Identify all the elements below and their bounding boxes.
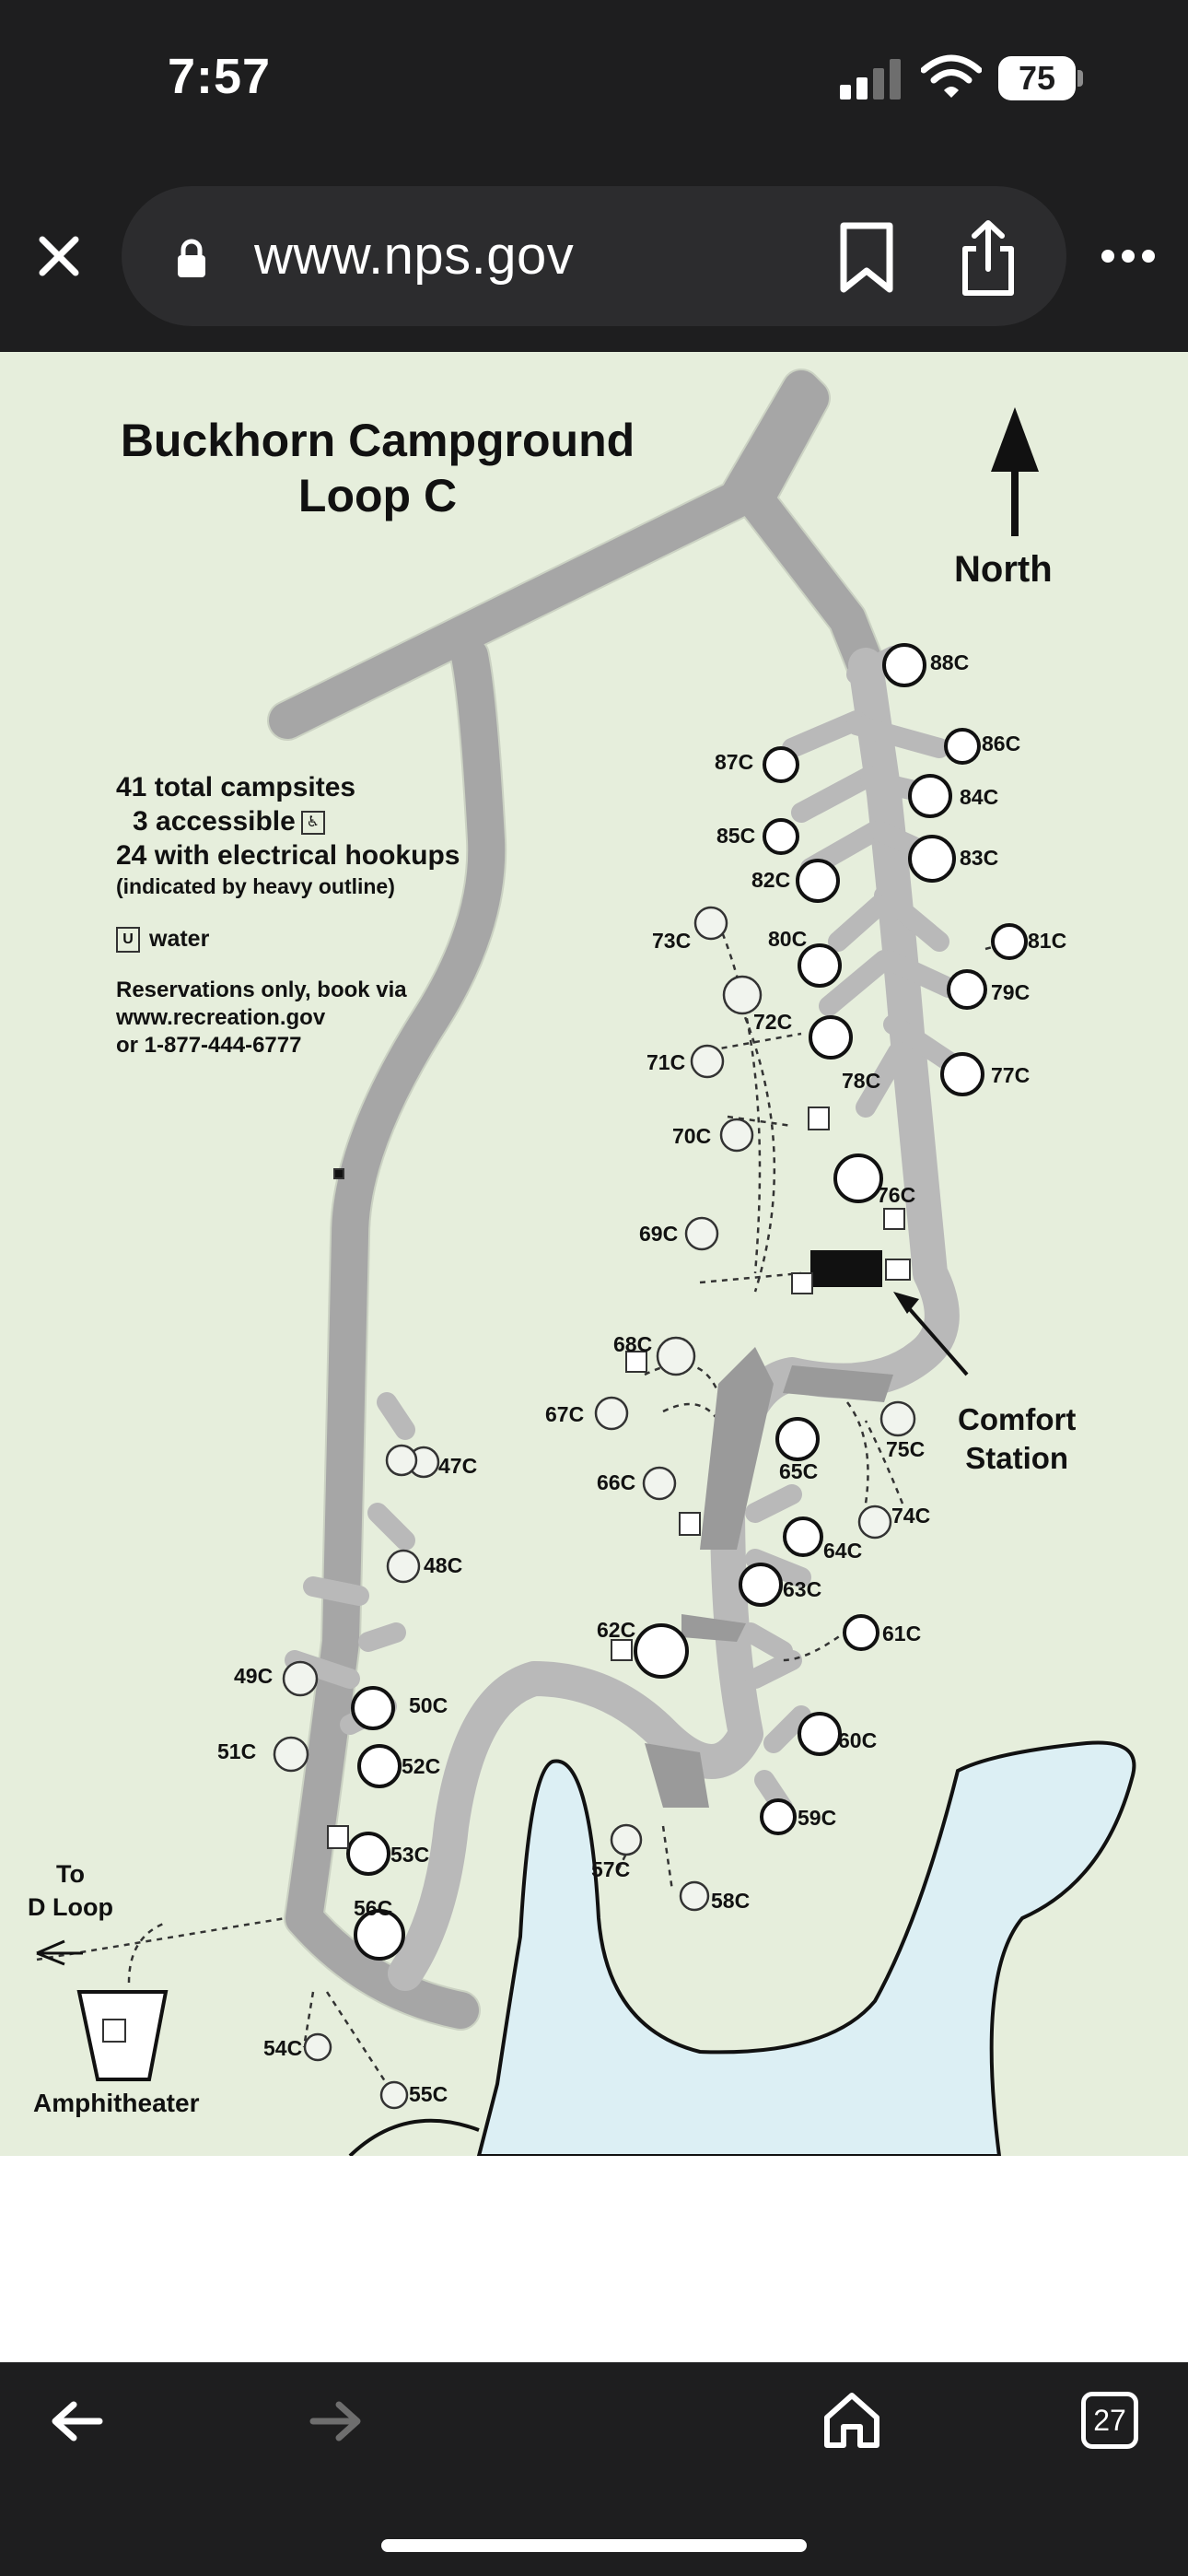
site-label[interactable]: 49C [234,1664,274,1688]
site-label[interactable]: 85C [716,824,756,848]
site-label[interactable]: 50C [409,1693,448,1717]
comfort-station-building [810,1250,882,1287]
site-label[interactable]: 51C [217,1739,257,1763]
site-label[interactable]: 54C [263,2036,303,2060]
share-icon[interactable] [958,217,1019,299]
legend-electrical-note: (indicated by heavy outline) [116,874,395,898]
comfort-line2: Station [965,1441,1069,1475]
legend-res-line2: www.recreation.gov [116,1005,326,1031]
map-legend: 41 total campsites 3 accessible♿ 24 with… [116,770,460,1060]
site-label[interactable]: 61C [882,1622,922,1645]
address-bar[interactable] [122,186,1066,326]
legend-accessible: 3 accessible [133,806,296,837]
site-label[interactable]: 64C [823,1539,863,1563]
bookmark-icon[interactable] [836,221,897,295]
cellular-signal-icon [840,59,901,100]
site-label[interactable]: 63C [783,1577,822,1601]
site-label[interactable]: 78C [842,1069,881,1093]
site-label[interactable]: 79C [991,980,1031,1004]
water-icon: U [116,927,140,954]
amphitheater-label: Amphitheater [33,2089,200,2117]
battery-cap [1077,70,1083,87]
home-indicator[interactable] [381,2539,807,2552]
back-arrow-icon[interactable] [50,2399,103,2443]
site-label[interactable]: 67C [545,1402,585,1426]
site-label[interactable]: 66C [597,1470,636,1494]
map-title: Buckhorn Campground Loop C [55,413,700,523]
site-label[interactable]: 80C [768,927,808,951]
site-label[interactable]: 59C [798,1806,837,1830]
map-title-line2: Loop C [297,470,458,521]
site-label[interactable]: 68C [613,1332,653,1356]
site-label[interactable]: 60C [838,1728,878,1752]
lake [476,1740,1136,2156]
site-label[interactable]: 75C [886,1437,926,1461]
site-label[interactable]: 74C [891,1504,931,1528]
site-label[interactable]: 82C [751,868,791,892]
url-text[interactable]: www.nps.gov [254,226,575,286]
site-label[interactable]: 77C [991,1063,1031,1087]
site-label[interactable]: 65C [779,1459,819,1483]
site-label[interactable]: 86C [982,732,1021,755]
north-label: North [954,549,1053,590]
site-label[interactable]: 73C [652,929,692,953]
site-label[interactable]: 69C [639,1222,679,1246]
site-label[interactable]: 57C [591,1857,631,1881]
campground-map[interactable]: Buckhorn Campground Loop C North 41 tota… [0,352,1188,2156]
close-icon[interactable] [33,230,85,282]
accessible-icon: ♿ [300,811,325,836]
site-label[interactable]: 56C [354,1896,393,1920]
site-label[interactable]: 58C [711,1889,751,1913]
comfort-station-label: Comfort Station [958,1400,1076,1478]
site-label[interactable]: 53C [390,1843,430,1867]
site-label[interactable]: 47C [438,1454,478,1478]
site-label[interactable]: 83C [960,846,999,870]
battery-indicator: 75 [998,56,1076,100]
page-blank-area [0,2156,1188,2362]
legend-res-line3: or 1-877-444-6777 [116,1033,302,1059]
status-time: 7:57 [168,49,272,104]
tabs-count-button[interactable]: 27 [1081,2392,1138,2449]
road-west [269,370,884,2029]
to-d-loop-label[interactable]: To D Loop [28,1857,113,1924]
comfort-line1: Comfort [958,1402,1077,1436]
site-label[interactable]: 70C [672,1124,712,1148]
site-label[interactable]: 76C [877,1183,916,1207]
to-line2: D Loop [28,1893,113,1921]
site-label[interactable]: 55C [409,2082,448,2106]
site-label[interactable]: 62C [597,1618,636,1642]
site-label[interactable]: 72C [753,1010,793,1034]
legend-total: 41 total campsites [116,772,356,802]
site-label[interactable]: 87C [715,750,754,774]
legend-reservations: Reservations only, book via www.recreati… [116,977,460,1060]
site-label[interactable]: 52C [402,1754,441,1778]
wifi-icon [921,54,982,98]
site-label[interactable]: 71C [646,1050,686,1074]
map-title-line1: Buckhorn Campground [120,415,635,466]
to-line1: To [56,1860,85,1888]
lock-icon [178,239,205,277]
legend-water: water [149,926,210,952]
home-icon[interactable] [821,2390,882,2451]
site-label[interactable]: 84C [960,785,999,809]
legend-electrical: 24 with electrical hookups [116,840,460,871]
legend-res-line1: Reservations only, book via [116,978,407,1003]
site-label[interactable]: 81C [1028,929,1067,953]
site-label[interactable]: 48C [424,1553,463,1577]
forward-arrow-icon[interactable] [309,2399,363,2443]
site-label[interactable]: 88C [930,650,970,674]
map-drawing [36,369,1136,2156]
status-bar: 7:57 75 [0,0,1188,184]
more-options-icon[interactable] [1100,243,1157,269]
